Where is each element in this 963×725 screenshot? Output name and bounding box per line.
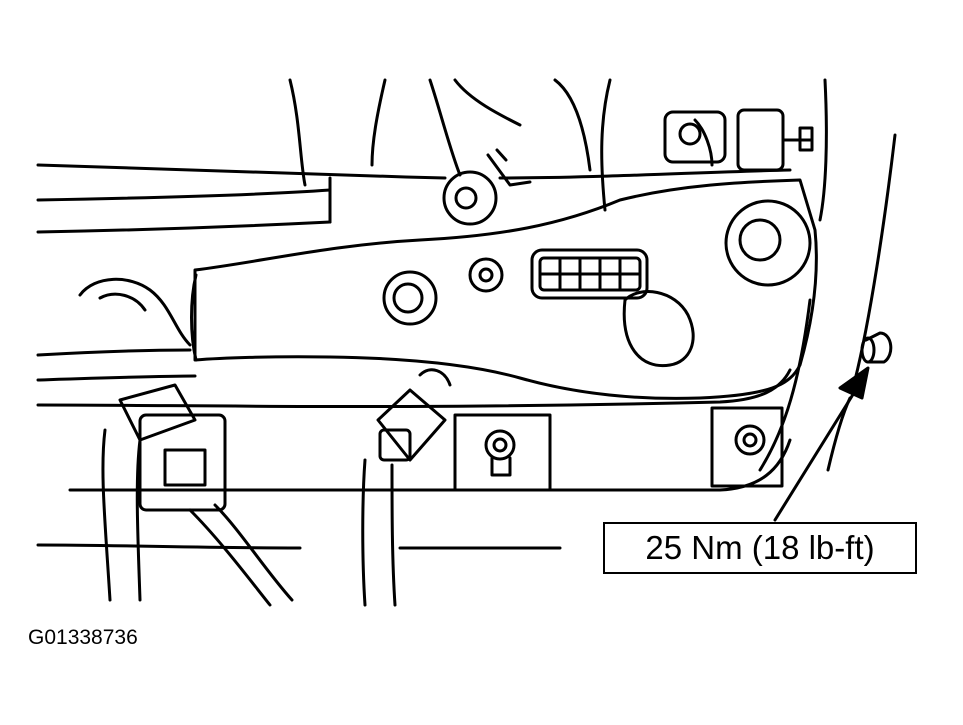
lower-bolt-pad-center (453, 413, 552, 492)
upper-cross-member (36, 163, 792, 234)
clip-bolt (442, 148, 532, 226)
left-hook (36, 277, 197, 382)
figure-id: G01338736 (28, 626, 138, 649)
right-frame-edge (758, 133, 897, 472)
upper-fitting (663, 108, 814, 172)
main-bracket (190, 178, 818, 400)
torque-target-bolt (860, 331, 893, 364)
upper-engine-castings (288, 78, 828, 222)
torque-arrow-icon (773, 366, 870, 522)
bracket-grille (530, 248, 649, 300)
torque-callout-label: 25 Nm (18 lb-ft) (603, 522, 917, 574)
center-connector (361, 368, 452, 607)
lower-bolt-pad-right (710, 406, 784, 488)
left-connector (101, 383, 294, 607)
